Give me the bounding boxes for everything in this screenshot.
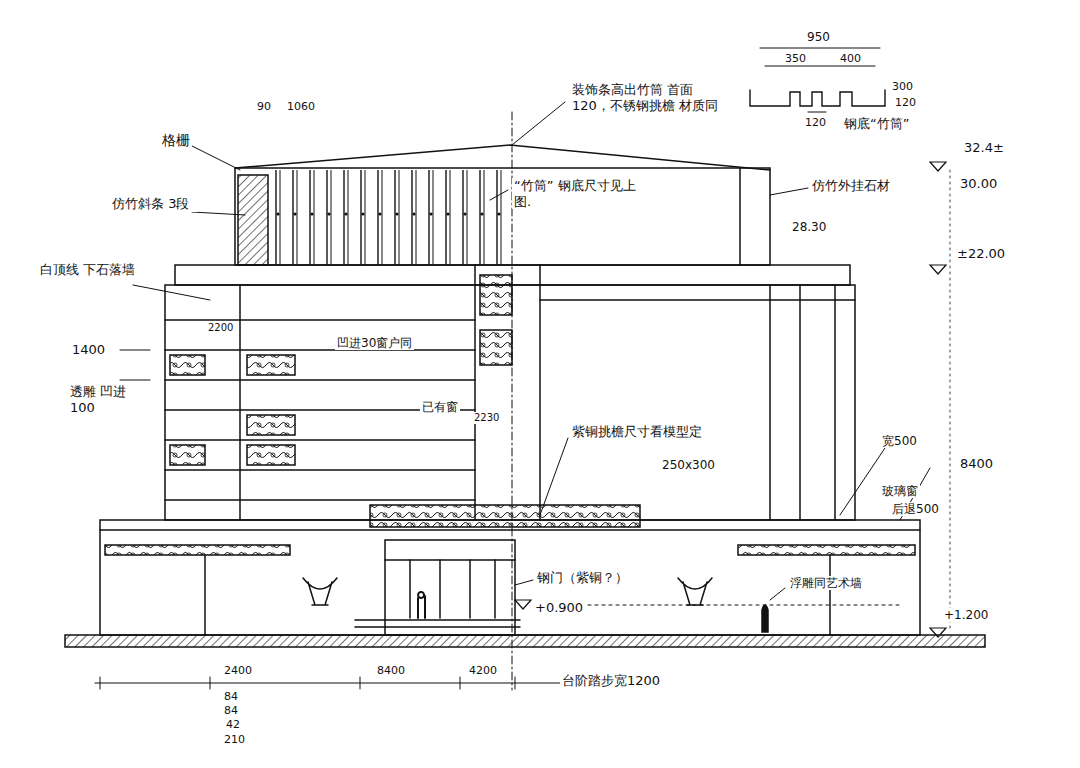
annotation-label: 250x300 (660, 458, 717, 472)
annotation-label: 1400 (70, 342, 107, 358)
annotation-label: 2230 (472, 412, 501, 424)
annotation-label: 120 (803, 116, 828, 129)
annotation-label: 浮雕同艺术墙 (788, 576, 864, 590)
annotation-label: 4200 (467, 664, 499, 677)
annotation-label: 42 (224, 718, 242, 731)
annotation-label: 宽500 (880, 434, 919, 448)
annotation-label: 紫铜挑檐尺寸看模型定 (570, 424, 704, 440)
annotation-label: 28.30 (790, 220, 828, 234)
annotation-label: ±22.00 (955, 246, 1007, 262)
annotation-label: 210 (222, 733, 247, 746)
annotation-label: 后退500 (890, 502, 941, 516)
annotation-label: 2200 (206, 322, 235, 334)
annotation-label: 2400 (222, 664, 254, 677)
annotation-label: 玻璃窗 (880, 484, 920, 498)
annotation-label: 400 (838, 52, 863, 65)
annotation-label: 已有窗 (420, 400, 460, 414)
annotation-label: 格栅 (160, 132, 192, 149)
annotation-label: 仿竹外挂石材 (810, 178, 892, 194)
annotation-label: 凹进30窗户同 (335, 336, 414, 350)
annotation-label: 钢门（紫铜？） (535, 570, 630, 586)
annotation-label: 白顶线 下石落墙 (38, 262, 138, 278)
annotation-label: 装饰条高出竹筒 首面120，不锈钢挑檐 材质同 (570, 82, 724, 113)
annotation-label: 300 (890, 80, 915, 93)
annotation-label: +0.900 (533, 600, 585, 616)
annotation-label: “竹筒” 钢底尺寸见上图. (512, 178, 651, 209)
annotation-label: 30.00 (958, 176, 999, 192)
annotation-label: 钢底“竹筒” (842, 116, 911, 132)
annotation-label: 台阶踏步宽1200 (560, 673, 662, 689)
annotation-label: 84 (222, 704, 240, 717)
annotation-label: 90 (255, 100, 273, 113)
annotation-label: 仿竹斜条 3段 (110, 196, 198, 212)
annotation-label: +1.200 (942, 608, 990, 622)
annotation-label: 84 (222, 690, 240, 703)
annotation-label: 8400 (375, 664, 407, 677)
annotation-label: 120 (893, 96, 918, 109)
annotation-label: 1060 (285, 100, 317, 113)
annotation-label: 950 (805, 30, 832, 44)
annotation-label: 透雕 凹进100 (68, 384, 134, 415)
annotation-label: 350 (783, 52, 808, 65)
annotation-label: 8400 (958, 456, 995, 472)
annotation-label: 32.4± (962, 140, 1006, 156)
